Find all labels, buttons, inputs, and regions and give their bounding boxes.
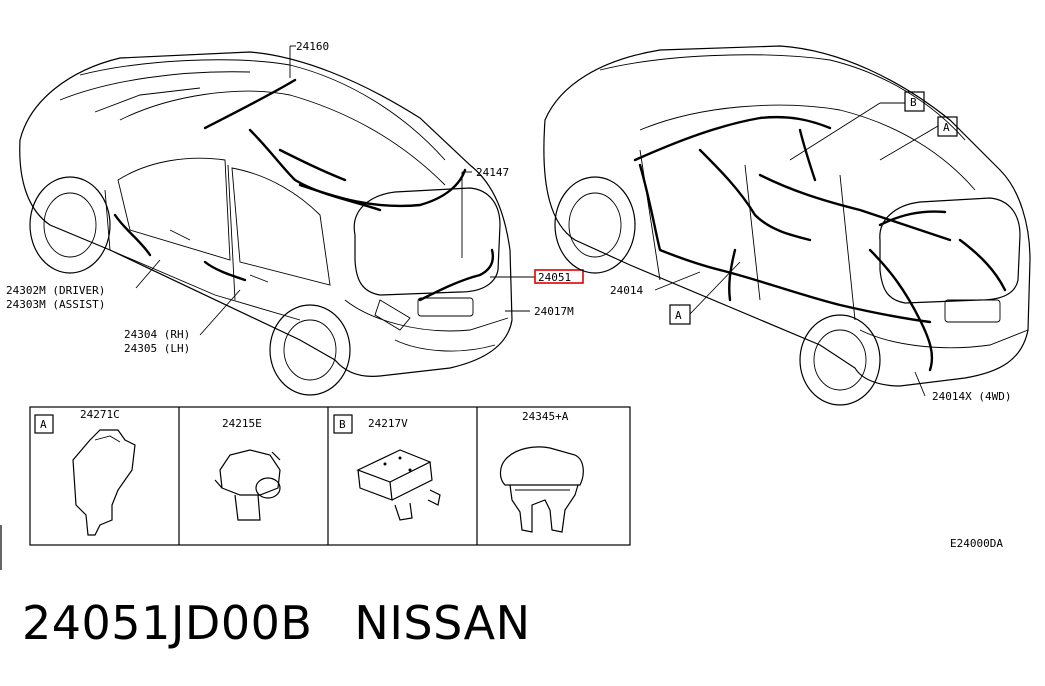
footer-caption: 24051JD00B NISSAN (22, 596, 531, 650)
ref-letter-B-cell: B (339, 418, 346, 431)
ref-letter-A-cell: A (40, 418, 47, 431)
callout-24014: 24014 (610, 284, 643, 297)
parts-cell-1: A 24271C (34, 408, 136, 536)
ref-letter-A-top: A (943, 121, 950, 134)
part-label-24215e: 24215E (222, 417, 262, 430)
ref-letter-B-top: B (910, 96, 917, 109)
bracket-24217v-icon (356, 449, 441, 521)
footer-part-number: 24051JD00B (22, 596, 313, 650)
callout-24147: 24147 (476, 166, 509, 179)
ref-box-A-cell (34, 414, 54, 434)
parts-cell-4: 24345+A (499, 410, 584, 533)
ref-box-B-top (904, 91, 925, 112)
ref-box-A-low (669, 304, 691, 325)
ref-box-B-cell (333, 414, 353, 434)
callout-24303m: 24303M (ASSIST) (6, 298, 105, 311)
ref-box-A-top (937, 116, 958, 137)
parts-cell-3: B 24217V (333, 414, 441, 521)
part-label-24345a: 24345+A (522, 410, 569, 423)
diagram-code: E24000DA (950, 537, 1003, 550)
callout-24051: 24051 (538, 271, 571, 284)
parts-cell-2: 24215E (214, 417, 281, 521)
clip-24271c-icon (72, 429, 136, 536)
callout-24302m: 24302M (DRIVER) (6, 284, 105, 297)
callout-24017m: 24017M (534, 305, 574, 318)
highlight-box-24051 (534, 269, 584, 284)
left-leader-lines (135, 45, 535, 336)
left-vehicle-drawing (19, 51, 513, 396)
parts-table (29, 406, 631, 546)
callout-24304: 24304 (RH) (124, 328, 190, 341)
part-label-24217v: 24217V (368, 417, 408, 430)
clamp-24215e-icon (214, 449, 281, 521)
grommet-24345a-icon (499, 446, 584, 533)
ref-letter-A-low: A (675, 309, 682, 322)
callout-24014x: 24014X (4WD) (932, 390, 1011, 403)
callout-24305: 24305 (LH) (124, 342, 190, 355)
right-vehicle-drawing (543, 45, 1031, 406)
part-label-24271c: 24271C (80, 408, 120, 421)
right-leader-lines (654, 102, 939, 397)
footer-brand: NISSAN (354, 596, 531, 650)
callout-24160: 24160 (296, 40, 329, 53)
